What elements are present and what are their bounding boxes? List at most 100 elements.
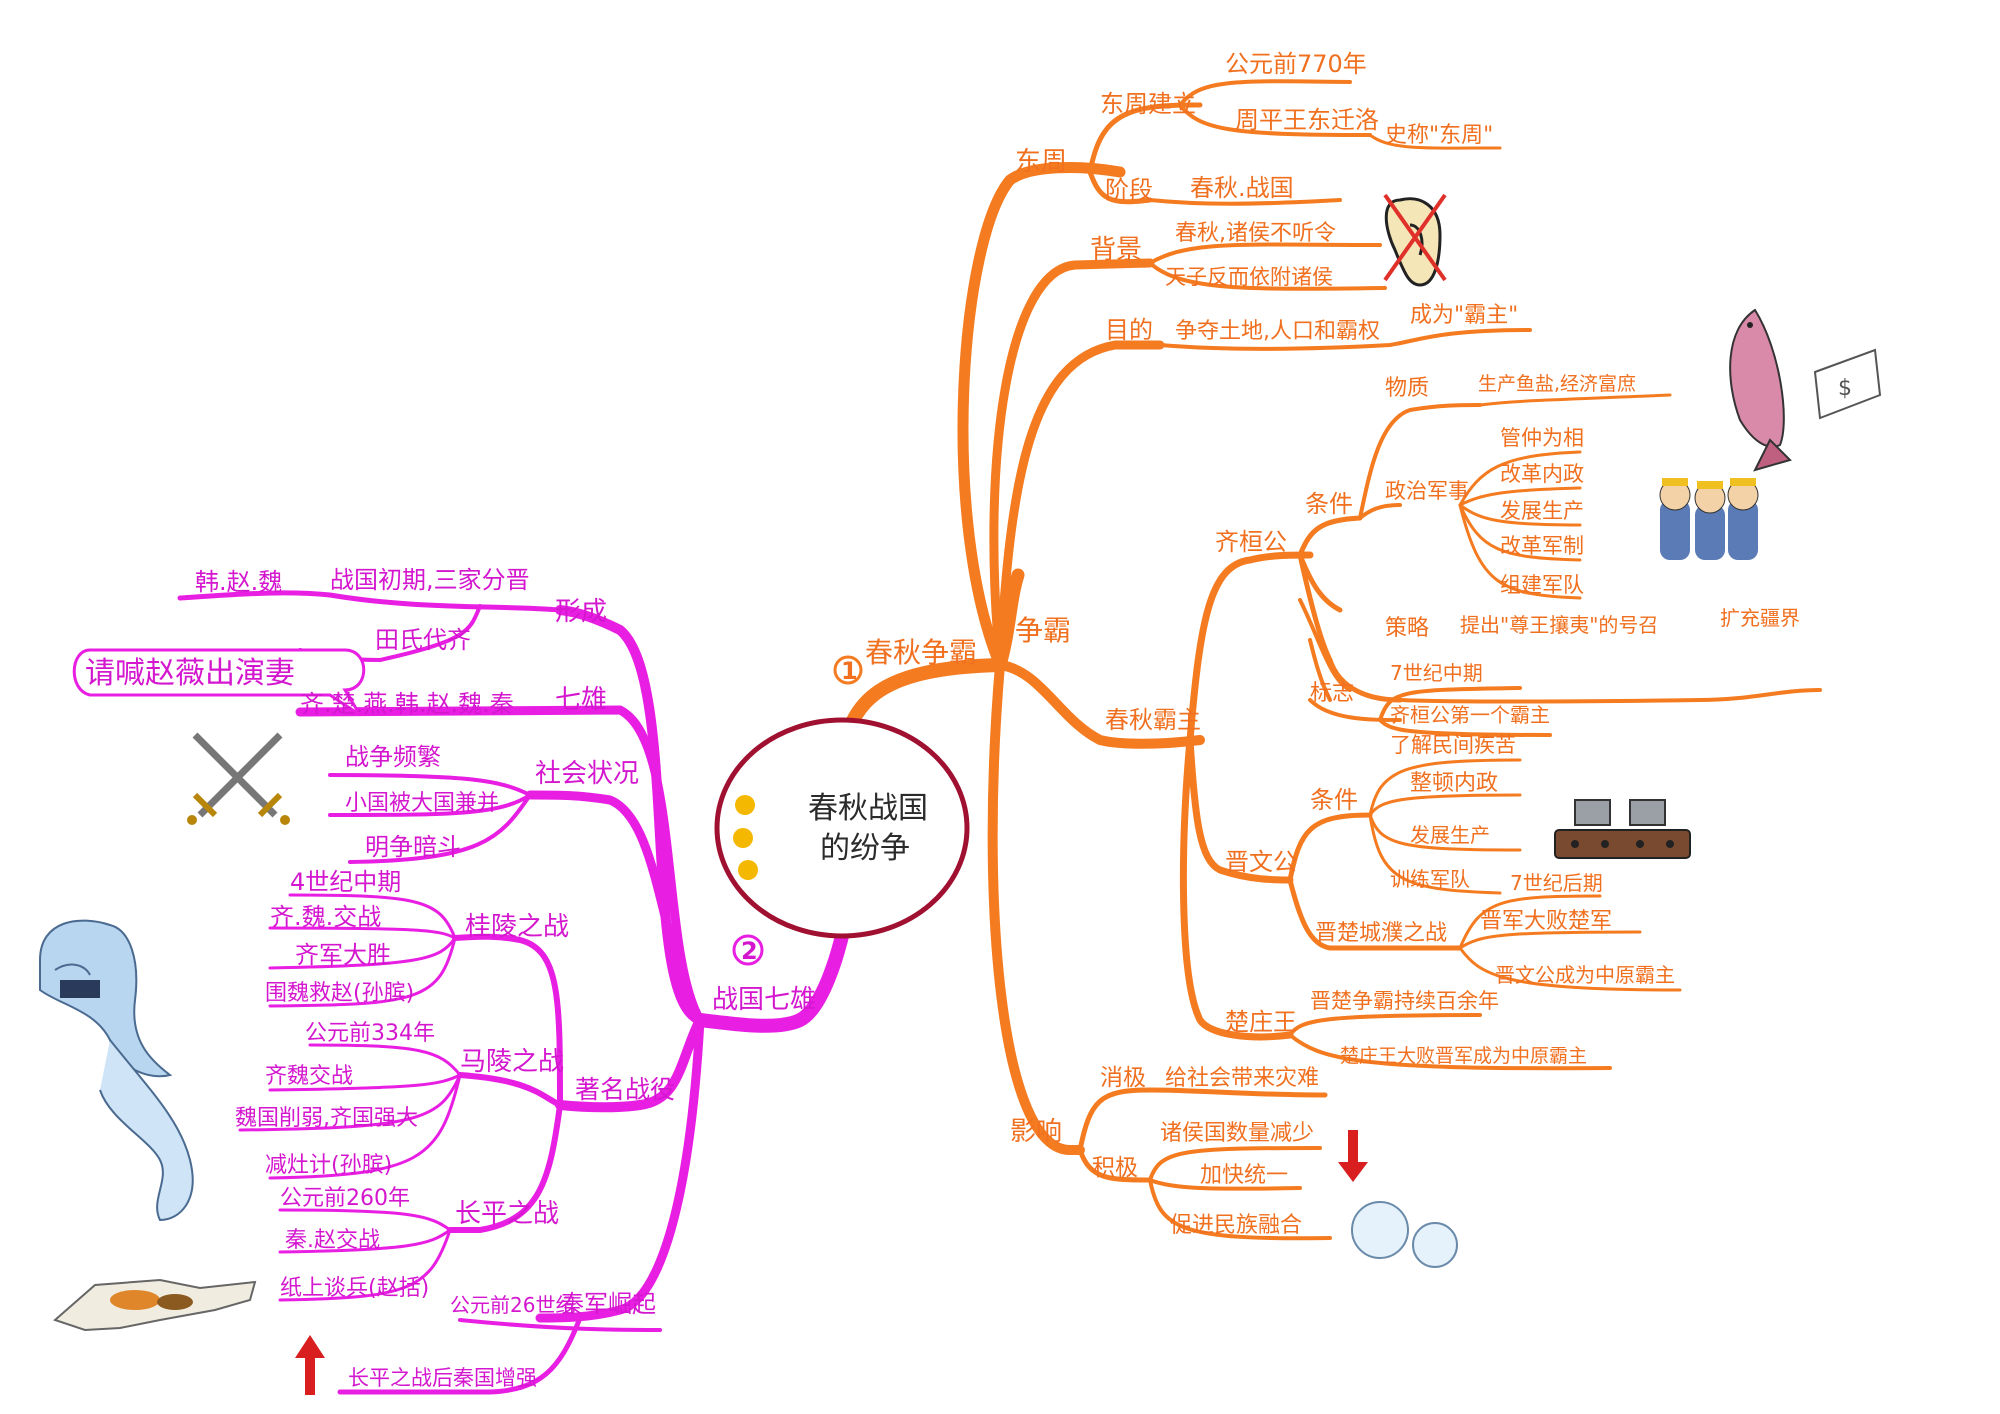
up-arrow-icon	[295, 1335, 325, 1395]
positive-label: 积极	[1092, 1155, 1138, 1181]
center-title-line2: 的纷争	[820, 831, 910, 866]
founding-item-1: 公元前770年	[1225, 50, 1367, 78]
jin-conditions-label: 条件	[1310, 786, 1358, 814]
dot-icon	[738, 860, 758, 880]
chu-label: 楚庄王	[1225, 1008, 1297, 1036]
stage-label: 阶段	[1105, 176, 1153, 204]
dollar-sign-icon: $	[1838, 376, 1852, 401]
jin-condition-4: 训练军队	[1390, 867, 1470, 891]
changping-label: 长平之战	[455, 1199, 559, 1229]
dot-icon	[733, 828, 753, 848]
soldiers-icon	[1659, 478, 1759, 560]
jin-battle-label: 晋楚城濮之战	[1315, 921, 1447, 946]
money-note-icon: $	[1813, 348, 1882, 420]
qin-label: 秦军崛起	[560, 1290, 656, 1318]
ear-crossed-icon	[1383, 193, 1447, 287]
maling-item-2: 齐魏交战	[265, 1064, 353, 1089]
dongzhou-label: 东周	[1015, 147, 1067, 177]
chu-item-1: 晋楚争霸持续百余年	[1310, 989, 1499, 1013]
crossed-swords-icon	[187, 732, 290, 825]
maling-item-4: 减灶计(孙膑)	[265, 1153, 392, 1178]
down-arrow-icon	[1338, 1130, 1368, 1182]
mark-item-1: 7世纪中期	[1390, 661, 1483, 685]
jin-label: 晋文公	[1225, 848, 1297, 876]
politics-item-4: 改革军制	[1500, 534, 1584, 558]
center-node: 春秋战国 的纷争	[714, 717, 970, 939]
maling-item-3: 魏国削弱,齐国强大	[235, 1106, 418, 1131]
formation-item-1: 韩.赵.魏	[195, 568, 282, 596]
guiling-label: 桂陵之战	[465, 912, 569, 942]
center-title-line1: 春秋战国	[808, 791, 928, 826]
formation-item-3: 田氏代齐	[375, 626, 471, 654]
chu-item-2: 楚庄王大败晋军成为中原霸主	[1340, 1045, 1587, 1067]
material-value: 生产鱼盐,经济富庶	[1478, 373, 1636, 395]
background-label: 背景	[1090, 235, 1142, 265]
changping-item-3: 纸上谈兵(赵括)	[280, 1276, 429, 1301]
speech-bubble: 请喊赵薇出演妻	[72, 648, 366, 717]
jin-condition-1: 了解民间疾苦	[1390, 733, 1516, 757]
positive-item-3: 促进民族融合	[1170, 1213, 1302, 1238]
dongzhou-founding-label: 东周建立	[1100, 90, 1196, 118]
hegemons-label: 春秋霸主	[1105, 706, 1201, 734]
background-item-1: 春秋,诸侯不听令	[1175, 221, 1336, 246]
jin-battle-item-2: 晋军大败楚军	[1480, 909, 1612, 934]
politics-item-5: 组建军队	[1500, 573, 1584, 597]
negative-label: 消极	[1100, 1065, 1146, 1091]
formation-label: 形成	[555, 597, 607, 627]
material-label: 物质	[1385, 376, 1429, 401]
maling-item-1: 公元前334年	[305, 1021, 435, 1046]
strategy-value: 提出"尊王攘夷"的号召	[1460, 613, 1658, 637]
society-item-3: 明争暗斗	[365, 833, 461, 861]
dot-icon	[735, 795, 755, 815]
zhengba-label: 争霸	[1015, 614, 1071, 647]
qin-item-1: 公元前26世纪	[450, 1293, 575, 1317]
bubbles-icon	[1351, 1201, 1458, 1268]
branch-2-number: 2	[741, 937, 758, 965]
stage-value: 春秋.战国	[1190, 174, 1294, 202]
changping-item-2: 秦.赵交战	[285, 1228, 380, 1253]
politics-item-1: 管仲为相	[1500, 426, 1584, 450]
strategy-extra: 扩充疆界	[1720, 606, 1800, 630]
society-label: 社会状况	[535, 759, 639, 789]
qin-item-2: 长平之战后秦国增强	[348, 1366, 537, 1390]
politics-label: 政治军事	[1385, 479, 1469, 503]
branch-1-number-circle	[833, 655, 863, 685]
background-item-2: 天子反而依附诸侯	[1165, 265, 1333, 289]
positive-item-2: 加快统一	[1200, 1163, 1288, 1188]
horse-spirit-icon	[39, 919, 194, 1222]
branch-1-number: 1	[841, 657, 858, 685]
seven-value: 齐.楚.燕.韩.赵.魏.秦	[300, 690, 514, 718]
branch-2-title: 战国七雄	[712, 985, 816, 1015]
seven-label: 七雄	[555, 685, 607, 715]
jin-condition-2: 整顿内政	[1410, 771, 1498, 796]
positive-item-1: 诸侯国数量减少	[1160, 1121, 1314, 1146]
impact-label: 影响	[1010, 1117, 1062, 1147]
purpose-result: 成为"霸主"	[1410, 303, 1518, 328]
politics-item-3: 发展生产	[1500, 499, 1584, 523]
magenta-labels: 2 战国七雄 形成 韩.赵.魏 战国初期,三家分晋 田氏代齐 请喊赵薇出演妻 七…	[72, 566, 816, 1390]
guiling-item-3: 齐军大胜	[295, 941, 391, 969]
qi-label: 齐桓公	[1215, 528, 1287, 556]
guiling-item-2: 齐.魏.交战	[270, 903, 381, 931]
guiling-item-1: 4世纪中期	[290, 868, 401, 896]
changping-item-1: 公元前260年	[280, 1186, 410, 1211]
speech-text: 请喊赵薇出演妻	[85, 656, 295, 691]
conveyor-icon	[1554, 799, 1691, 859]
maling-label: 马陵之战	[460, 1047, 564, 1077]
jin-battle-item-3: 晋文公成为中原霸主	[1495, 963, 1675, 987]
branch-2-number-circle	[732, 934, 764, 966]
purpose-value: 争夺土地,人口和霸权	[1175, 319, 1380, 344]
society-item-2: 小国被大国兼并	[345, 791, 499, 816]
guiling-item-4: 围魏救赵(孙膑)	[265, 981, 414, 1006]
negative-value: 给社会带来灾难	[1165, 1066, 1319, 1091]
politics-item-2: 改革内政	[1500, 462, 1584, 486]
qi-conditions-label: 条件	[1305, 490, 1353, 518]
battles-label: 著名战役	[575, 1075, 675, 1104]
strategy-label: 策略	[1385, 616, 1429, 641]
society-item-1: 战争频繁	[345, 743, 441, 771]
founding-item-2: 周平王东迁洛	[1235, 106, 1379, 134]
orange-branch-lines	[835, 79, 1822, 1241]
mark-label: 标志	[1310, 681, 1354, 706]
fish-icon	[1729, 308, 1792, 472]
